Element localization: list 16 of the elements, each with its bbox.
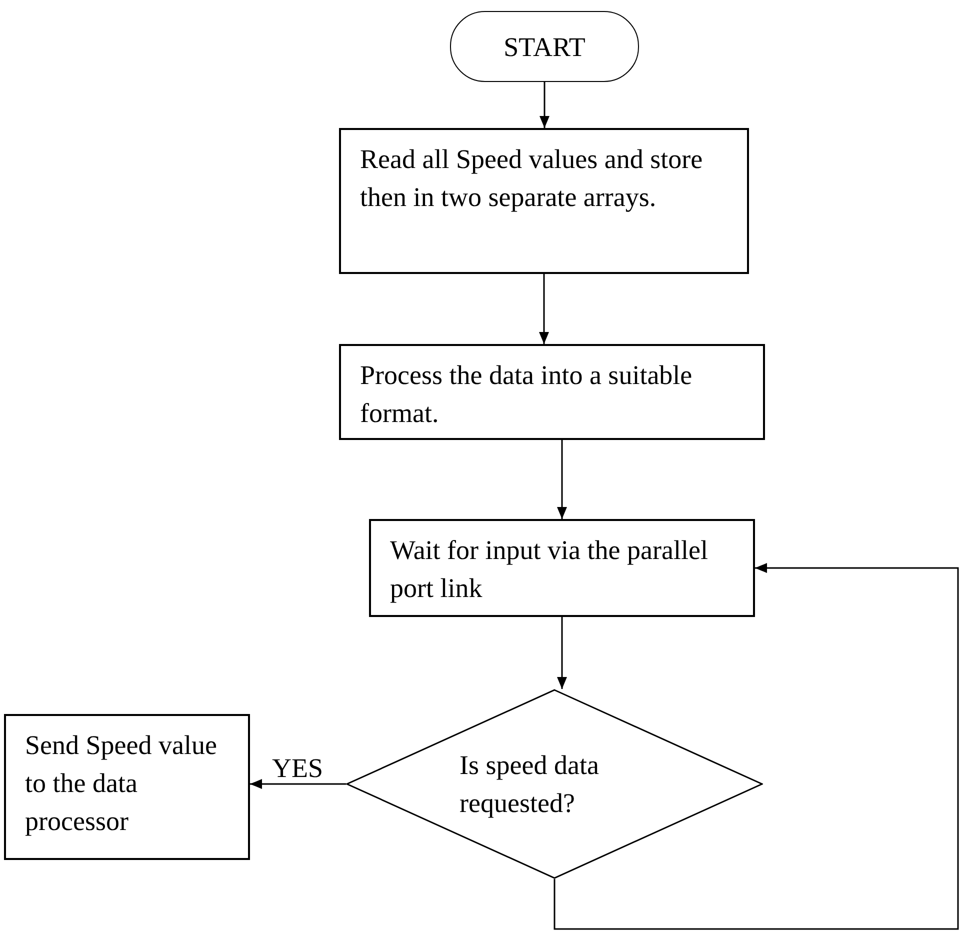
arrow <box>557 617 567 689</box>
process-box <box>369 519 755 617</box>
arrow <box>554 563 959 930</box>
arrow <box>557 440 567 519</box>
decision-text: Is speed data requested? <box>460 749 600 820</box>
arrow <box>250 779 346 789</box>
node-text: START <box>504 30 586 64</box>
process-box <box>4 714 250 860</box>
arrow <box>540 82 550 128</box>
arrow <box>539 274 549 344</box>
process-box <box>339 344 765 440</box>
node-text: Process the data into a suitable format. <box>360 359 694 430</box>
node-text: Wait for input via the parallel port link <box>390 534 709 605</box>
process-box <box>339 128 749 274</box>
node-text: Send Speed value to the data processor <box>25 729 218 838</box>
node-text: Read all Speed values and store then in two separate arrays. <box>360 143 704 214</box>
